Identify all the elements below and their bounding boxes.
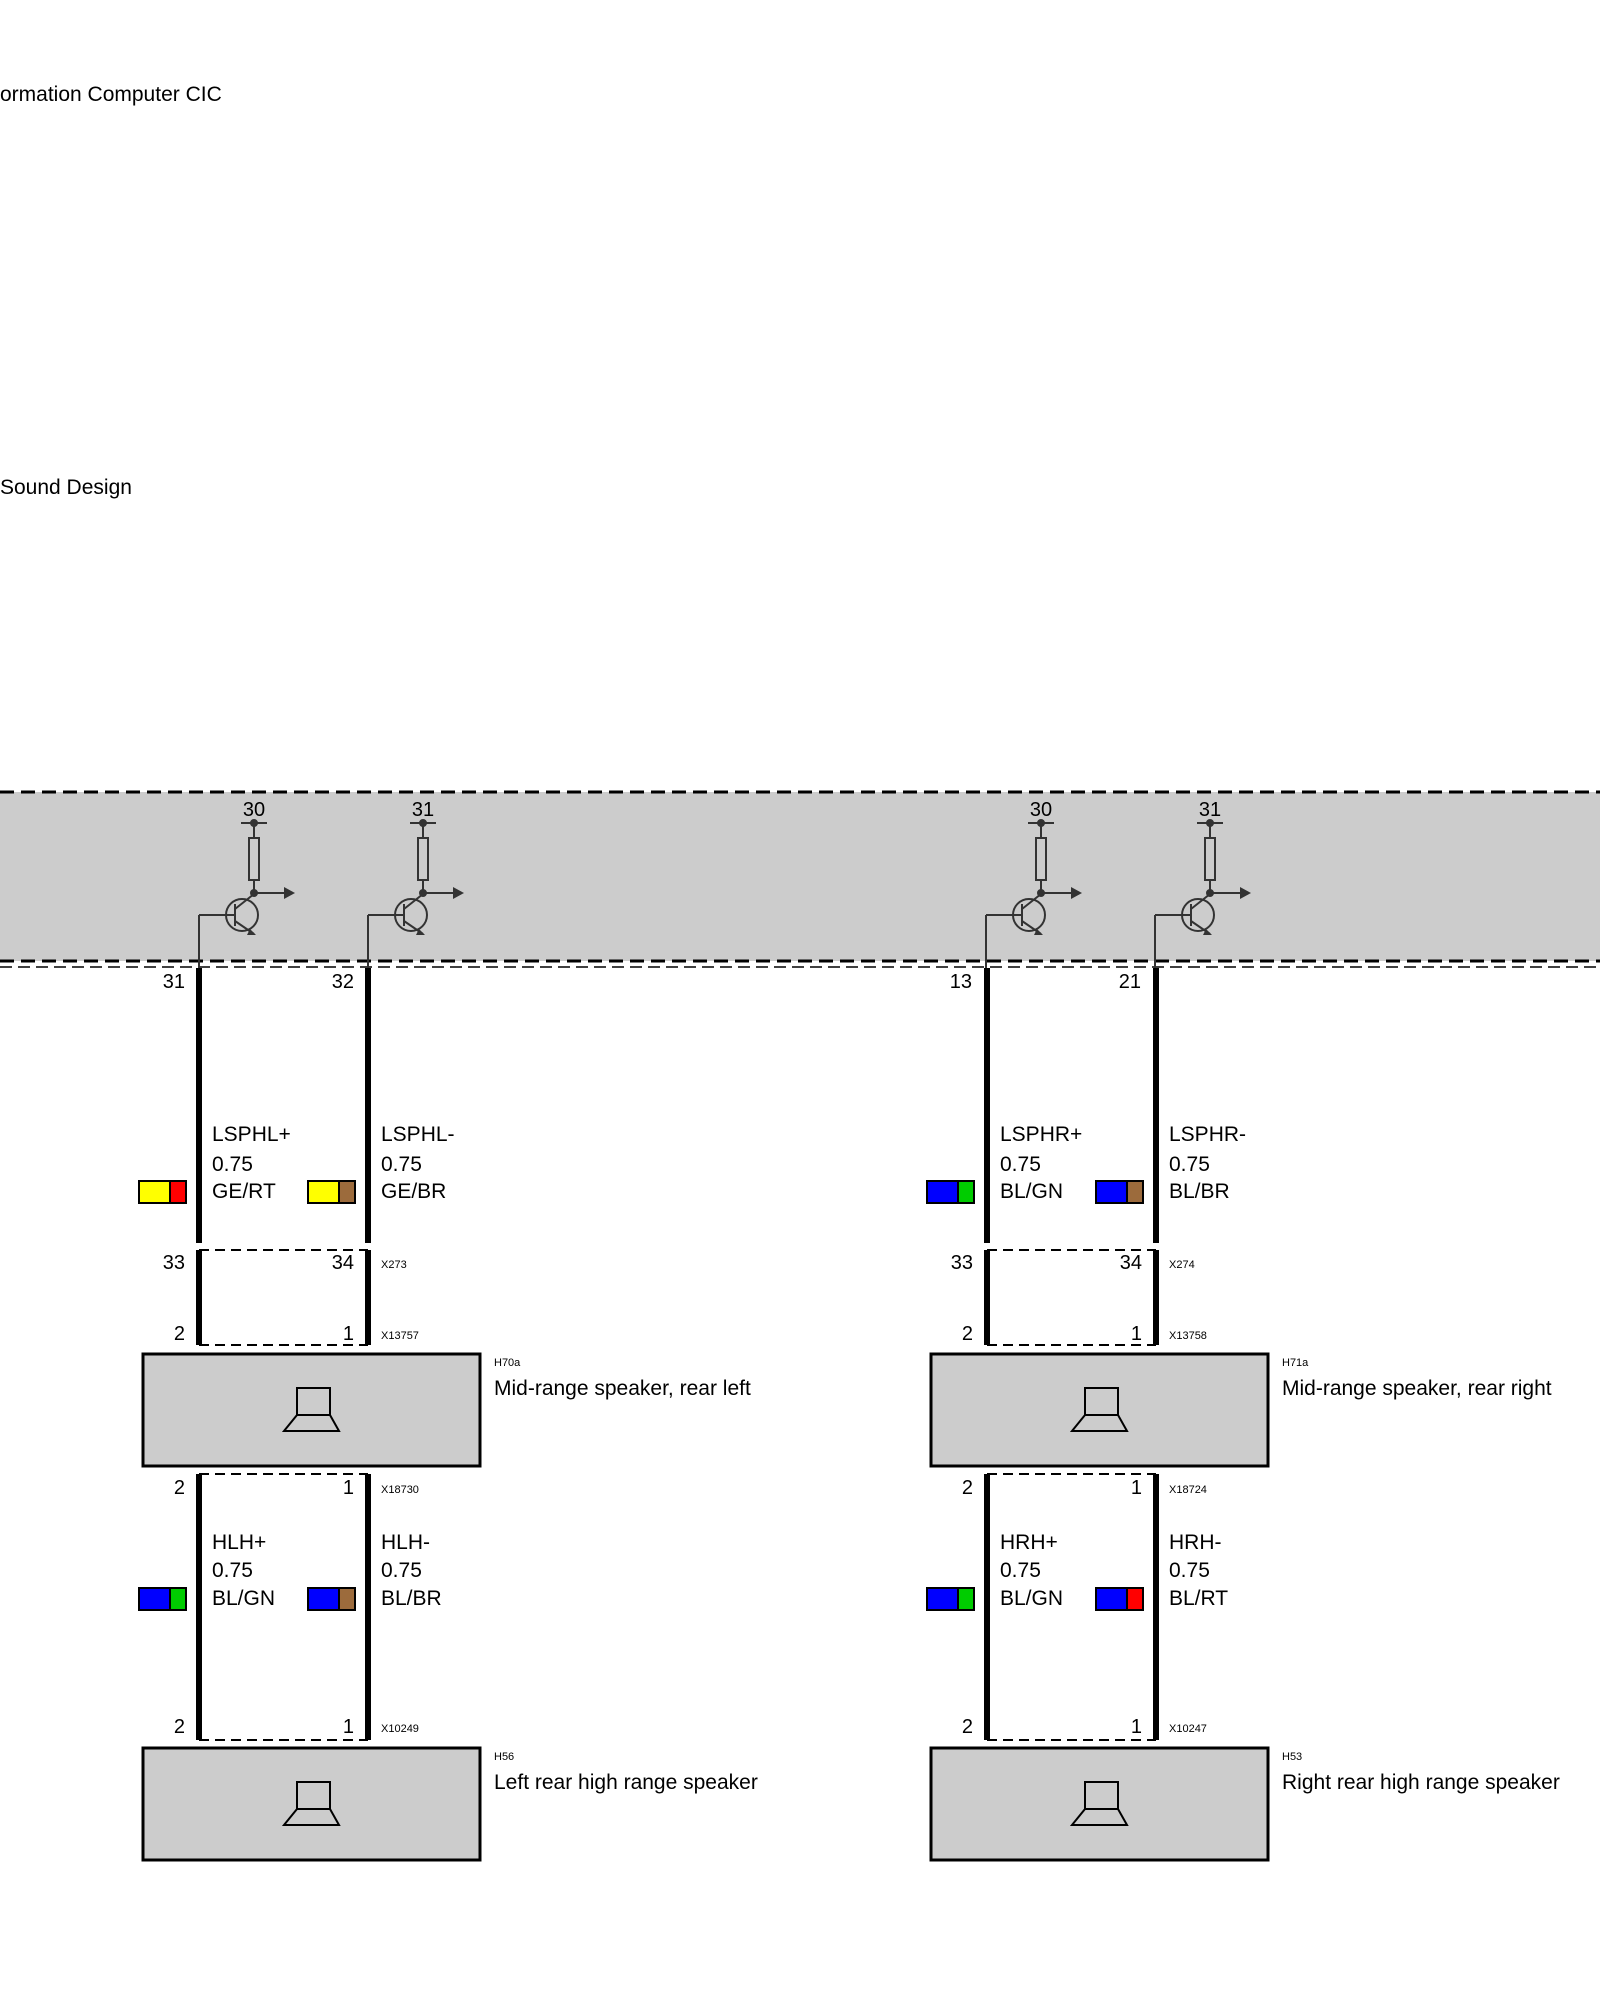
wire-gauge-label: 0.75 [381, 1153, 422, 1176]
speaker-icon [1069, 1387, 1129, 1432]
wire-color-label: BL/GN [1000, 1180, 1063, 1203]
speaker-icon [281, 1387, 341, 1432]
channel-right: LSPHR+ 0.75 BL/GN LSPHR- 0.75 BL/BR 33 3… [926, 968, 1560, 1862]
wire-color-swatch [307, 1180, 356, 1204]
transistor-stage-2: 31 [367, 799, 464, 968]
component-name-label: Mid-range speaker, rear right [1282, 1377, 1552, 1400]
wire-color-label: BL/GN [212, 1587, 275, 1610]
wire-signal-label: HRH- [1169, 1531, 1222, 1554]
mid-range-speaker-box [141, 1352, 482, 1468]
wire-color-label: BL/RT [1169, 1587, 1228, 1610]
wire-color-label: GE/RT [212, 1180, 276, 1203]
supply-label: 30 [1030, 799, 1052, 821]
transistor-stage-1: 30 [198, 799, 295, 968]
wire-signal-label: HLH- [381, 1531, 430, 1554]
wire-signal-label: HRH+ [1000, 1531, 1058, 1554]
wire-color-swatch [138, 1180, 187, 1204]
component-id-label: H71a [1282, 1357, 1309, 1369]
wire-gauge-label: 0.75 [212, 1559, 253, 1582]
wire-color-swatch [1095, 1180, 1144, 1204]
speaker-icon [1069, 1781, 1129, 1826]
connector-id-label: X18724 [1169, 1484, 1207, 1496]
connector-pin-label: 2 [174, 1716, 185, 1738]
wire-signal-label: HLH+ [212, 1531, 266, 1554]
component-name-label: Right rear high range speaker [1282, 1771, 1560, 1794]
wire-color-swatch [926, 1587, 975, 1611]
wire-color-label: GE/BR [381, 1180, 446, 1203]
wire-signal-label: LSPHL- [381, 1123, 455, 1146]
wire-gauge-label: 0.75 [1169, 1153, 1210, 1176]
wire-signal-label: LSPHL+ [212, 1123, 291, 1146]
wire-color-swatch [926, 1180, 975, 1204]
wire-color-swatch [1095, 1587, 1144, 1611]
connector-id-label: X18730 [381, 1484, 419, 1496]
transistor-icon [985, 819, 1082, 968]
connector-pin-label: 34 [1120, 1252, 1142, 1274]
component-name-label: Left rear high range speaker [494, 1771, 758, 1794]
connector-id-label: X10249 [381, 1723, 419, 1735]
connector-id-label: X273 [381, 1259, 407, 1271]
connector-pin-label: 33 [951, 1252, 973, 1274]
transistor-stage-3: 30 [985, 799, 1082, 968]
speaker-icon [281, 1781, 341, 1826]
connector-pin-label: 2 [962, 1477, 973, 1499]
header-title-line1: ormation Computer CIC [0, 83, 222, 106]
header-title-line2: Sound Design [0, 476, 132, 499]
mid-range-speaker-box [929, 1352, 1270, 1468]
component-id-label: H70a [494, 1357, 521, 1369]
wire-color-label: BL/BR [1169, 1180, 1230, 1203]
transistor-icon [367, 819, 464, 968]
connector-pin-label: 1 [1131, 1716, 1142, 1738]
supply-label: 31 [1199, 799, 1221, 821]
wire-gauge-label: 0.75 [1000, 1559, 1041, 1582]
wire-signal-label: LSPHR- [1169, 1123, 1246, 1146]
component-id-label: H53 [1282, 1751, 1302, 1763]
connector-pin-label: 1 [343, 1323, 354, 1345]
transistor-icon [1154, 819, 1251, 968]
wire-color-swatch [307, 1587, 356, 1611]
wire-gauge-label: 0.75 [1169, 1559, 1210, 1582]
module-pin-label: 31 [163, 971, 185, 993]
connector-id-label: X13758 [1169, 1330, 1207, 1342]
connector-pin-label: 2 [962, 1716, 973, 1738]
module-pin-label: 21 [1119, 971, 1141, 993]
wire-color-label: BL/BR [381, 1587, 442, 1610]
module-pin-label: 13 [950, 971, 972, 993]
connector-pin-label: 2 [174, 1323, 185, 1345]
wire-gauge-label: 0.75 [1000, 1153, 1041, 1176]
wire-signal-label: LSPHR+ [1000, 1123, 1082, 1146]
transistor-stage-4: 31 [1154, 799, 1251, 968]
wire-gauge-label: 0.75 [212, 1153, 253, 1176]
supply-label: 30 [243, 799, 265, 821]
connector-pin-label: 2 [962, 1323, 973, 1345]
high-range-speaker-box [141, 1746, 482, 1862]
transistor-icon [198, 819, 295, 968]
connector-id-label: X274 [1169, 1259, 1195, 1271]
connector-pin-label: 1 [343, 1716, 354, 1738]
control-module [0, 790, 1600, 968]
connector-pin-label: 1 [1131, 1323, 1142, 1345]
connector-pin-label: 33 [163, 1252, 185, 1274]
connector-pin-label: 1 [343, 1477, 354, 1499]
module-body [0, 792, 1600, 961]
connector-id-label: X10247 [1169, 1723, 1207, 1735]
connector-pin-label: 34 [332, 1252, 354, 1274]
connector-pin-label: 2 [174, 1477, 185, 1499]
wire-gauge-label: 0.75 [381, 1559, 422, 1582]
wire-color-swatch [138, 1587, 187, 1611]
high-range-speaker-box [929, 1746, 1270, 1862]
component-id-label: H56 [494, 1751, 514, 1763]
channel-left: LSPHL+ 0.75 GE/RT LSPHL- 0.75 GE/BR 33 3… [138, 968, 758, 1862]
connector-pin-label: 1 [1131, 1477, 1142, 1499]
connector-id-label: X13757 [381, 1330, 419, 1342]
module-pin-label: 32 [332, 971, 354, 993]
component-name-label: Mid-range speaker, rear left [494, 1377, 751, 1400]
wire-color-label: BL/GN [1000, 1587, 1063, 1610]
supply-label: 31 [412, 799, 434, 821]
